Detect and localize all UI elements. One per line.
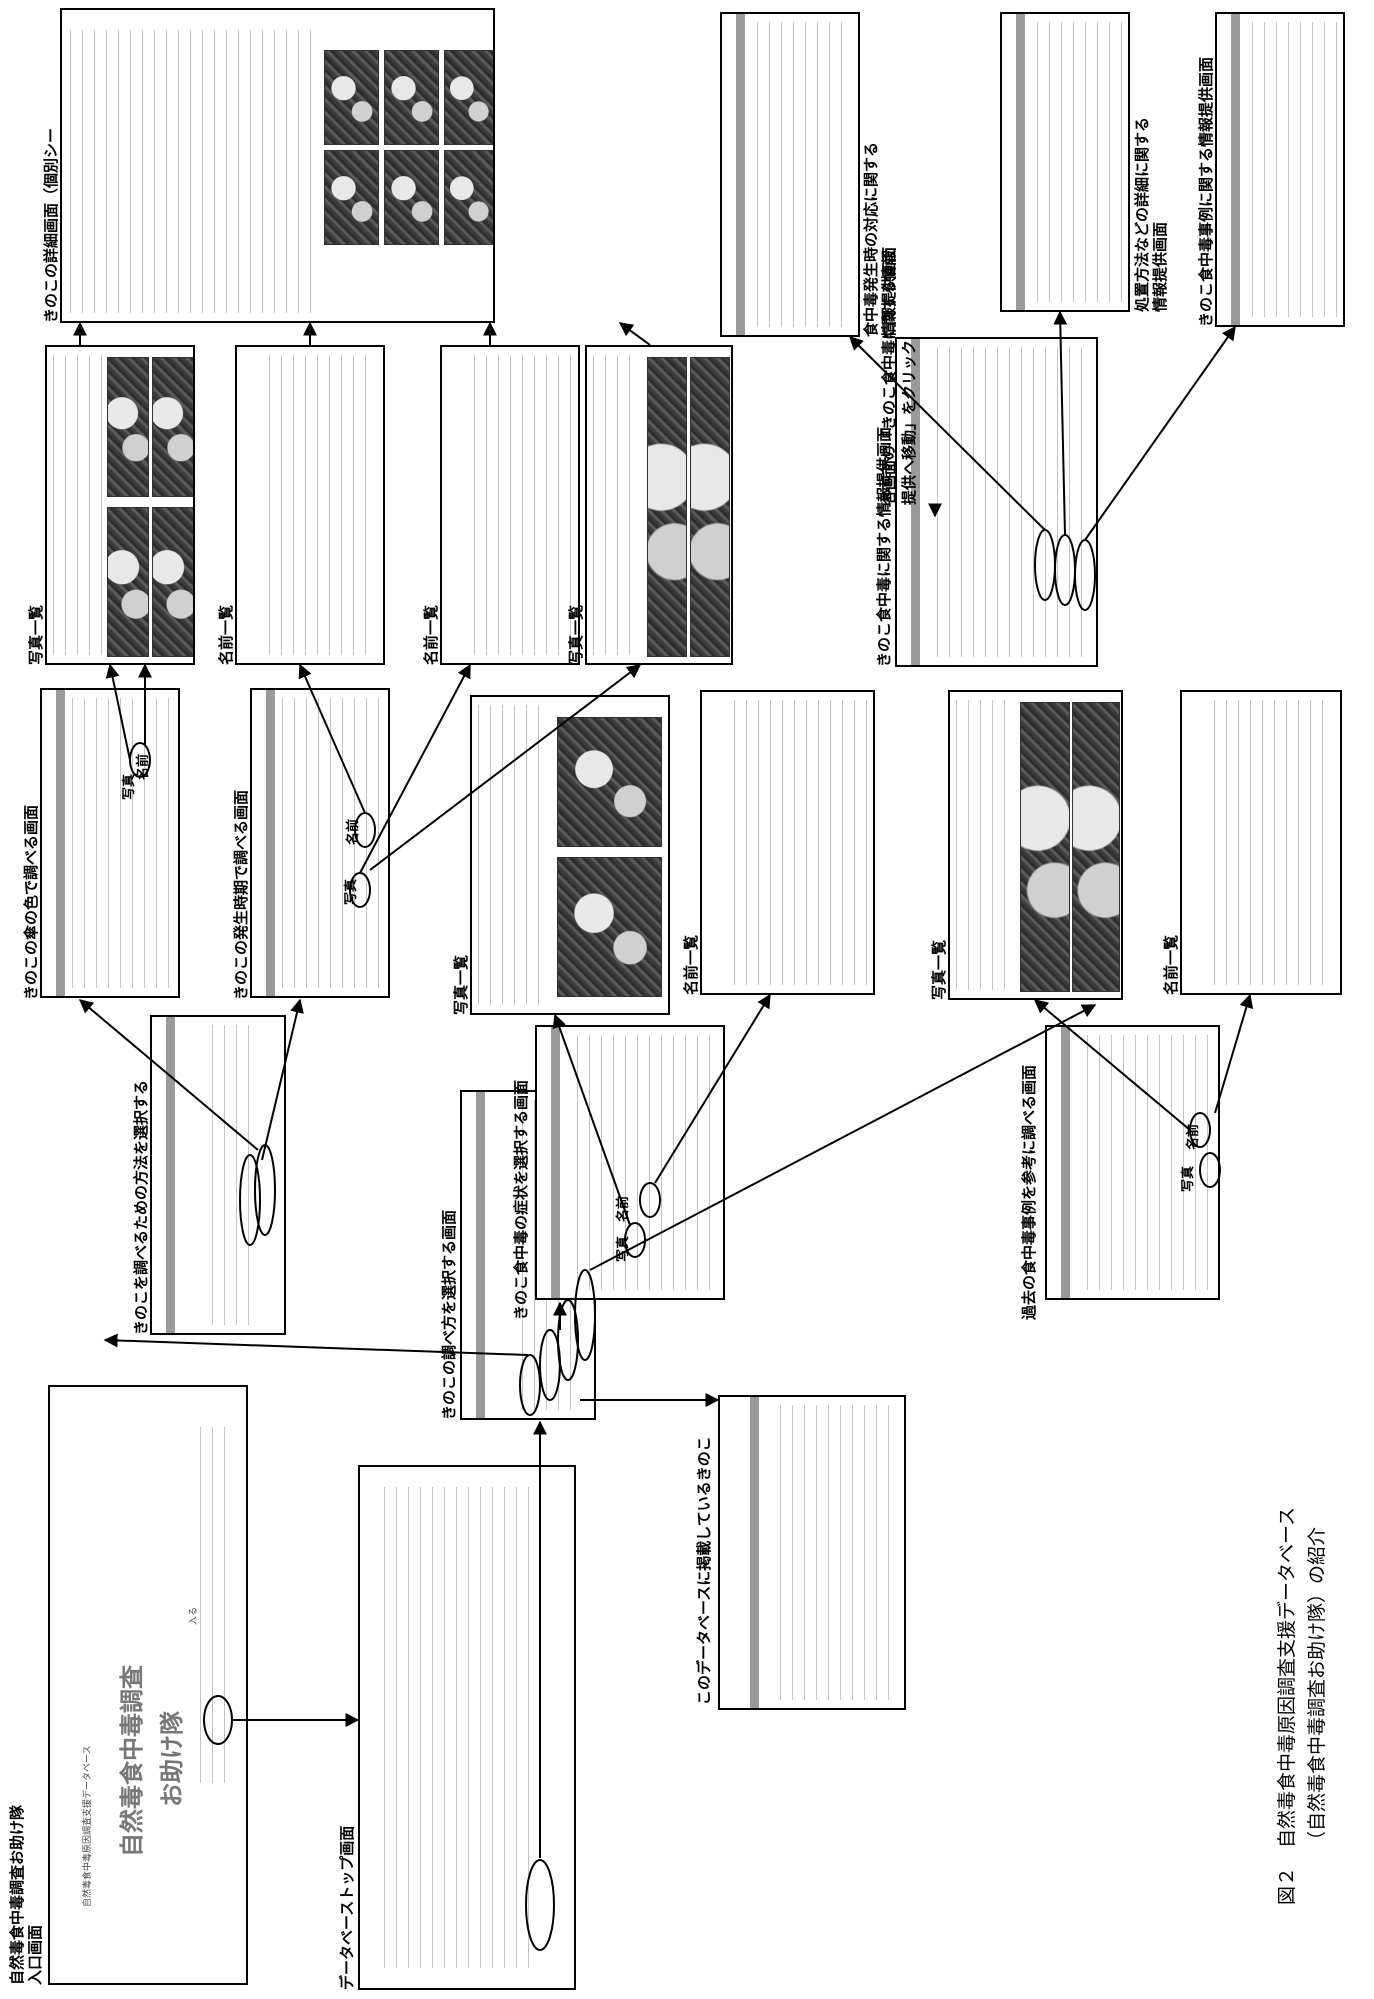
photo-tag-symptom: 写真	[616, 1235, 631, 1262]
color-photo-list-thumbnail	[45, 345, 195, 665]
detail-screen-thumbnail	[60, 8, 495, 323]
figure-caption-2: （自然毒食中毒調査お助け隊）の紹介	[1306, 1526, 1328, 1850]
choose-method-thumbnail	[150, 1015, 286, 1335]
name-tag-season: 名前	[346, 818, 361, 845]
name-list-label-2: 名前一覧	[422, 604, 440, 665]
name-tag-past: 名前	[1186, 1123, 1201, 1150]
past-cases-name-list-thumbnail	[1180, 690, 1342, 995]
name-list-label-1: 名前一覧	[217, 604, 235, 665]
photo-list-label-4: 写真一覧	[930, 939, 948, 1000]
treatment-info-thumbnail	[1000, 12, 1130, 312]
by-color-label: きのこの傘の色で調べる画面	[22, 804, 40, 1000]
detail-label: きのこの詳細画面（個別シー	[42, 127, 60, 323]
select-method-label: きのこの調べ方を選択する画面	[440, 1209, 458, 1420]
by-season-label: きのこの発生時期で調べる画面	[232, 789, 250, 1000]
photo-tag-season: 写真	[344, 878, 359, 905]
symptom-name-list-thumbnail	[700, 690, 875, 995]
registered-label: このデータベースに掲載しているきのこ	[695, 1436, 713, 1705]
name-list-label-4: 名前一覧	[1162, 934, 1180, 995]
name-tag-symptom: 名前	[616, 1195, 631, 1222]
name-list-label-3: 名前一覧	[682, 934, 700, 995]
response-info-thumbnail	[720, 12, 860, 337]
by-season-thumbnail	[250, 688, 390, 998]
entry-title-2: 入口画面	[26, 1924, 44, 1985]
db-top-label: データベーストップ画面	[338, 1825, 356, 1990]
treatment-info-1: 処置方法などの詳細に関する	[1133, 116, 1151, 312]
case-info-label: きのこ食中毒事例に関する情報提供画面	[1197, 56, 1215, 327]
photo-list-label-1: 写真一覧	[27, 604, 45, 665]
past-cases-thumbnail	[1045, 1025, 1220, 1300]
response-info-1: 食中毒発生時の対応に関する	[862, 141, 880, 337]
by-color-thumbnail	[40, 688, 180, 998]
entry-title-1: 自然毒食中毒調査お助け隊	[8, 1804, 26, 1985]
symptom-photo-list-thumbnail	[470, 695, 670, 1015]
case-info-thumbnail	[1215, 12, 1345, 327]
photo-list-label-3: 写真一覧	[452, 954, 470, 1015]
name-tag-color: 名前	[136, 753, 151, 780]
photo-list-label-2: 写真一覧	[567, 604, 585, 665]
season-name-list-thumbnail	[235, 345, 385, 665]
photo-tag-past: 写真	[1181, 1165, 1196, 1192]
registered-list-thumbnail	[718, 1395, 906, 1710]
past-cases-photo-list-thumbnail	[948, 690, 1123, 1000]
click-note-2: 提供へ移動」をクリック	[900, 339, 918, 505]
figure-caption-1: 図２ 自然毒食中毒原因調査支援データベース	[1276, 1506, 1298, 1905]
enter-ellipse	[203, 1695, 233, 1745]
name-list-2-thumbnail	[440, 345, 580, 665]
by-symptom-label: きのこ食中毒の症状を選択する画面	[512, 1079, 530, 1320]
response-info-2: 情報提供画面	[880, 246, 898, 337]
db-top-ellipse	[525, 1859, 555, 1951]
entry-screen-thumbnail: 自然毒食中毒原因調査支援データベース 自然毒食中毒調査 お助け隊 入る	[48, 1385, 248, 1985]
past-cases-label: 過去の食中毒事例を参考に調べる画面	[1020, 1064, 1038, 1320]
choose-method-label: きのこを調べるための方法を選択する	[132, 1079, 150, 1335]
treatment-info-2: 情報提供画面	[1151, 221, 1169, 312]
photo-list-2-thumbnail	[585, 345, 733, 665]
